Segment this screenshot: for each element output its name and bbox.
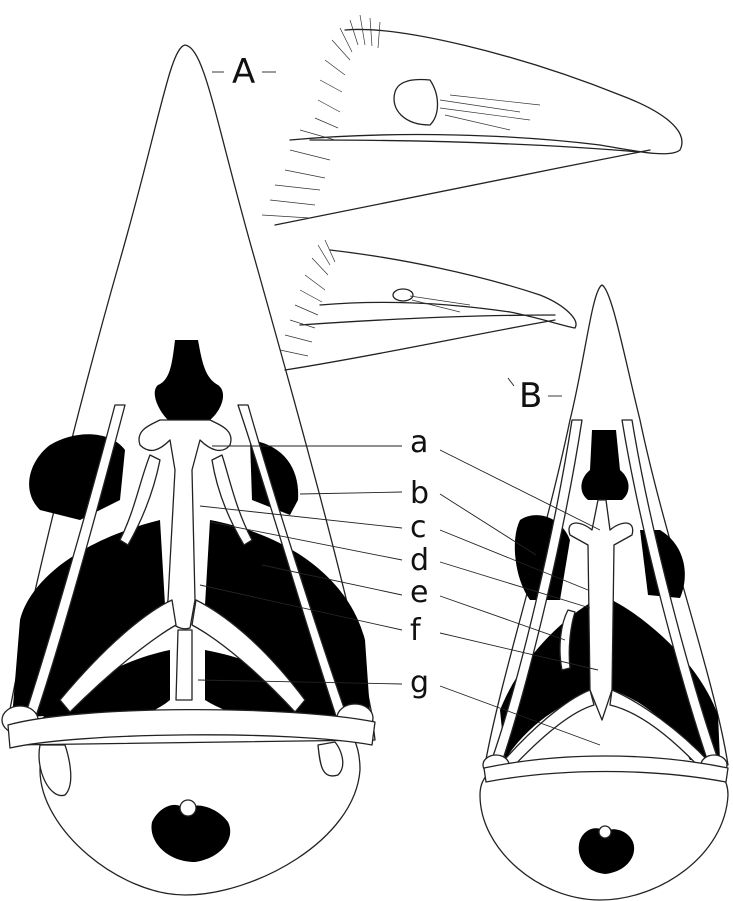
bill-a-lateral-view	[262, 15, 682, 225]
part-label-d: d	[410, 543, 429, 578]
label-b: B	[519, 376, 542, 416]
part-label-g: g	[410, 665, 429, 700]
label-a: A	[232, 52, 255, 92]
part-label-f: f	[410, 613, 422, 648]
part-label-c: c	[410, 510, 427, 545]
bill-b-lateral-view	[280, 240, 576, 370]
skull-a-ventral-view	[2, 45, 375, 895]
label-b-group: B	[508, 376, 562, 416]
skull-b-ventral-view	[480, 285, 728, 900]
part-label-b: b	[410, 476, 429, 511]
label-a-group: A	[212, 52, 276, 92]
part-label-a: a	[410, 425, 428, 460]
part-label-e: e	[410, 575, 428, 610]
